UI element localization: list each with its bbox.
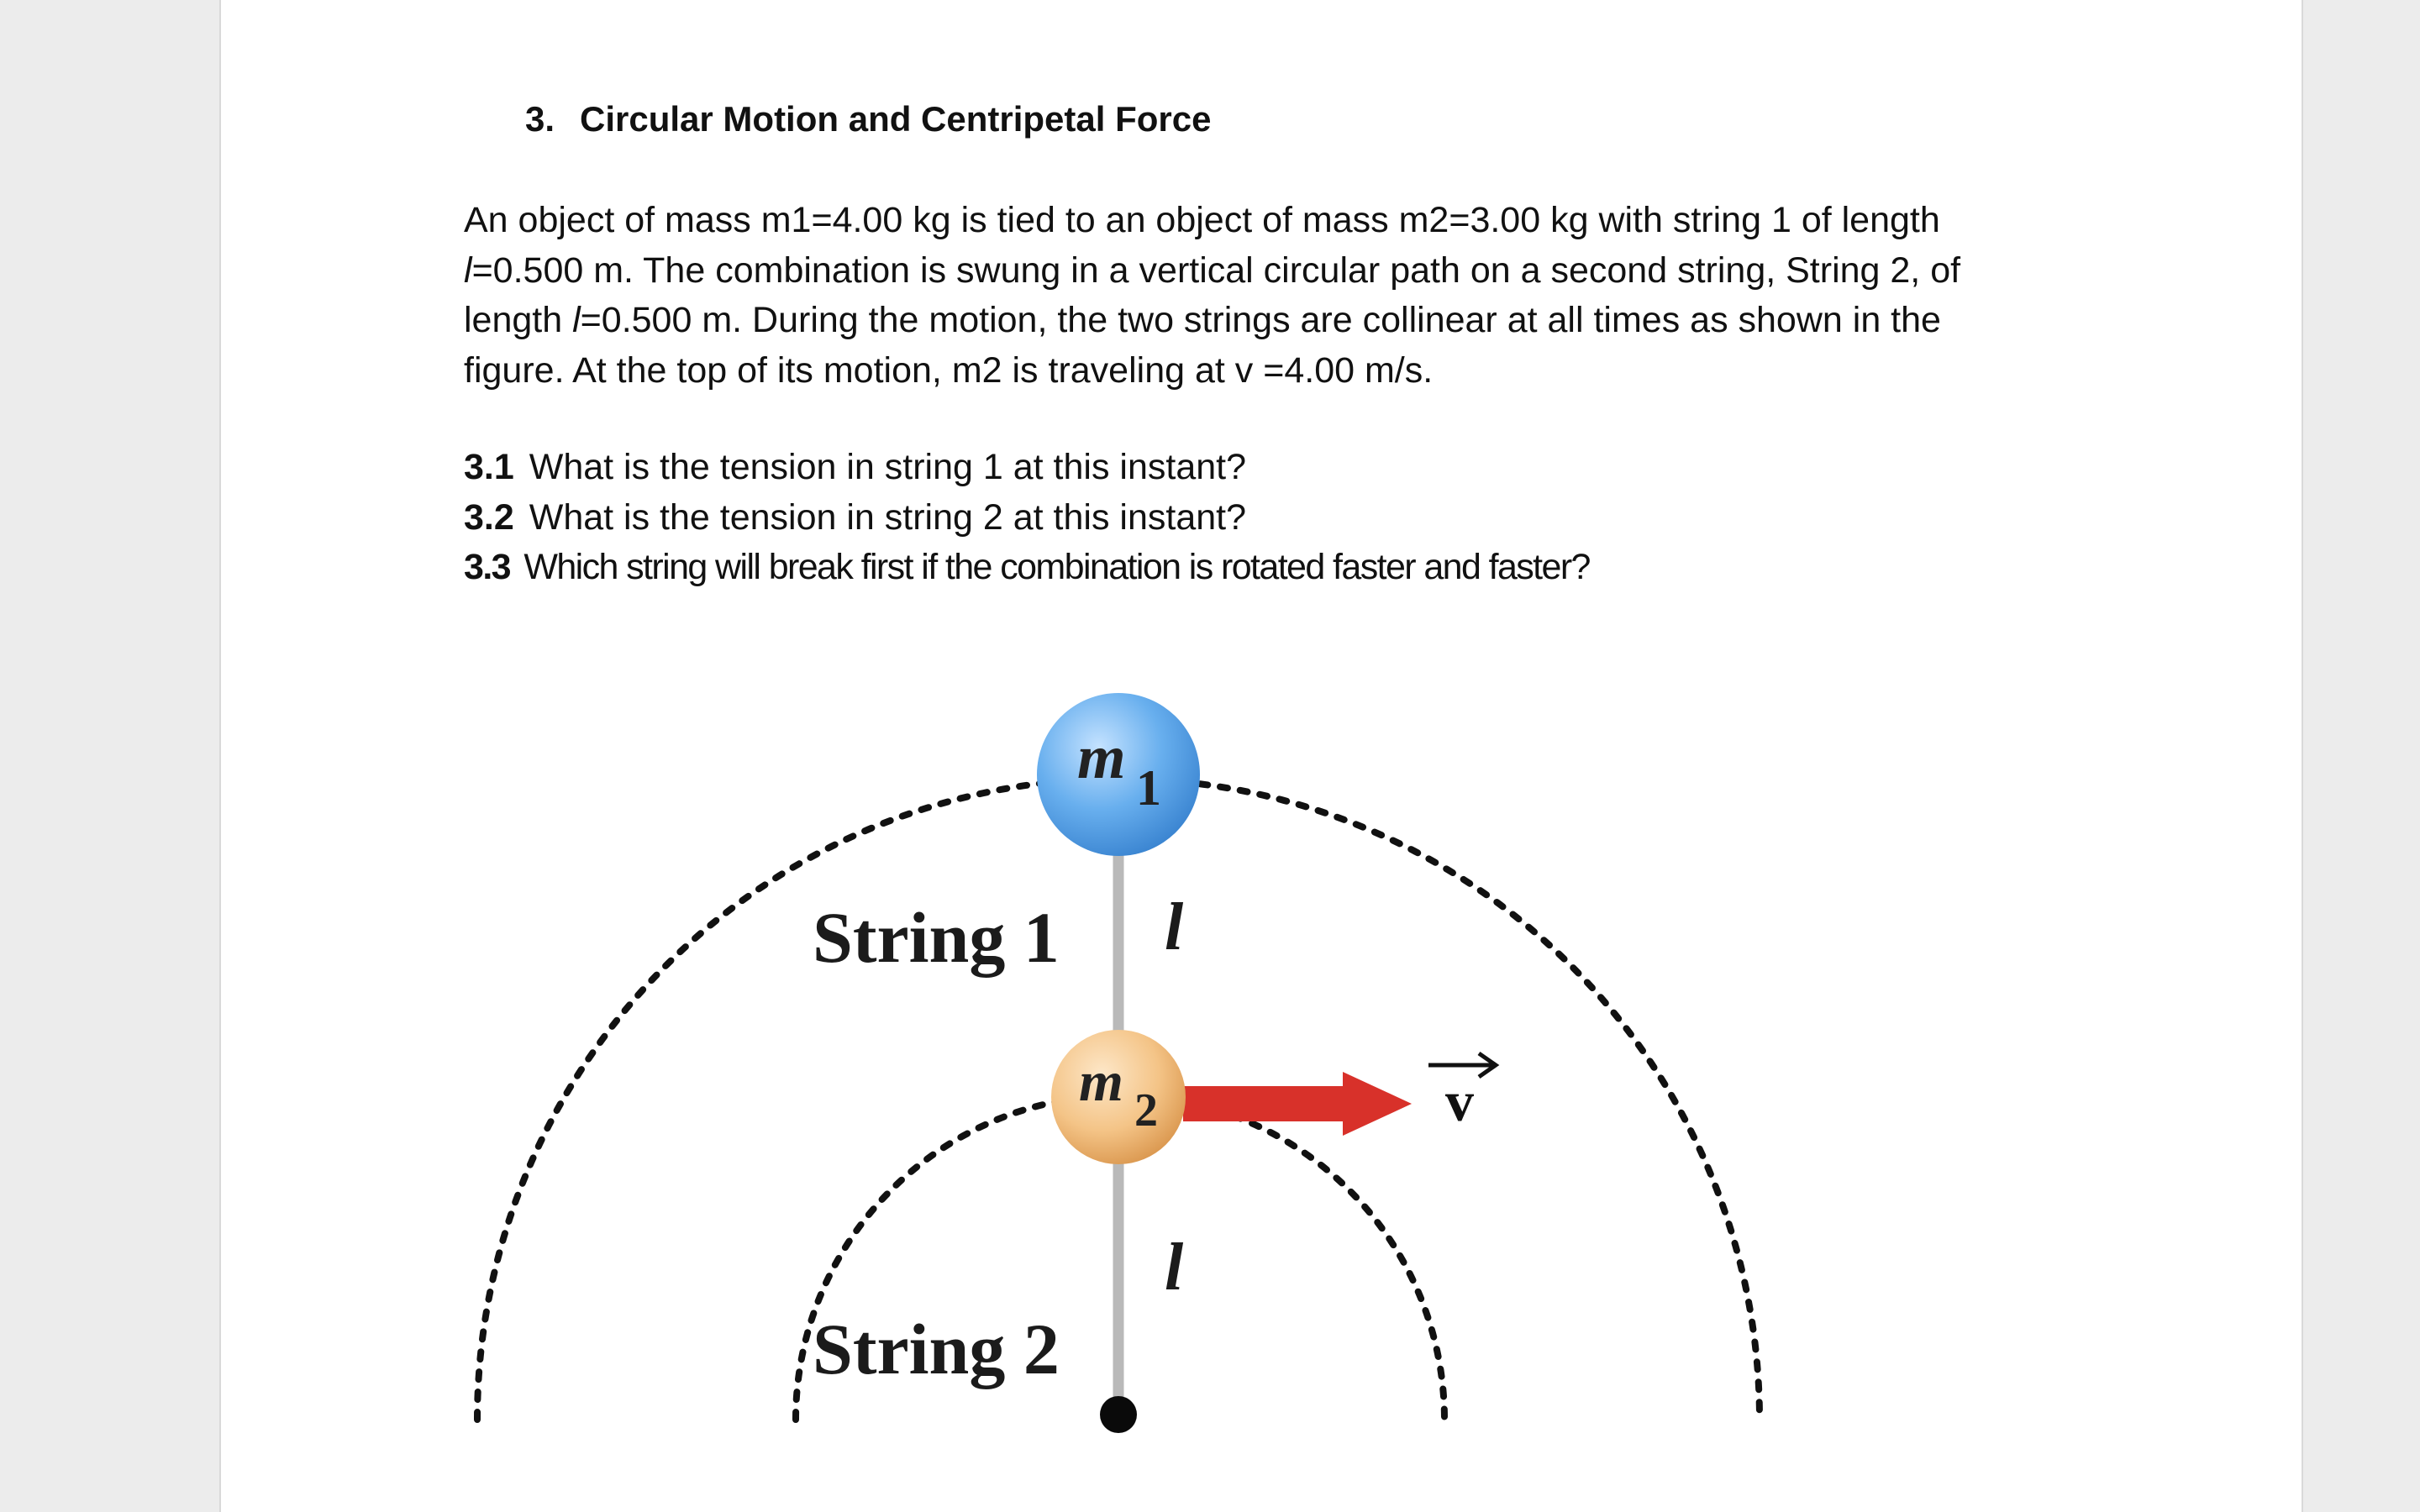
mass-1-ball: [1037, 693, 1200, 856]
mass-1-subscript: 1: [1136, 760, 1161, 816]
velocity-arrow-shaft: [1183, 1086, 1355, 1121]
paragraph-line-4: figure. At the top of its motion, m2 is …: [464, 349, 1434, 391]
problem-number: 3.: [525, 99, 555, 139]
problem-heading: 3. Circular Motion and Centripetal Force: [525, 99, 1211, 139]
length-label-string-1: l: [1165, 890, 1184, 964]
problem-title: Circular Motion and Centripetal Force: [580, 99, 1212, 139]
paragraph-line-3: length l=0.500 m. During the motion, the…: [464, 300, 1941, 340]
velocity-arrow-head: [1343, 1072, 1412, 1136]
question-3-2: 3.2 What is the tension in string 2 at t…: [464, 496, 1247, 538]
pivot-point: [1100, 1396, 1137, 1433]
paragraph-line-2: l=0.500 m. The combination is swung in a…: [464, 249, 1961, 291]
document-page: [219, 0, 2303, 1512]
mass-1-label: m: [1077, 723, 1126, 792]
vector-arrow-icon: [1428, 1051, 1500, 1079]
problem-paragraph: An object of mass m1=4.00 kg is tied to …: [464, 196, 2044, 396]
mass-2-subscript: 2: [1134, 1084, 1158, 1137]
mass-2-label: m: [1079, 1049, 1123, 1113]
question-list: 3.1 What is the tension in string 1 at t…: [464, 443, 1591, 593]
question-3-3: 3.3 Which string will break first if the…: [464, 547, 1591, 587]
mass-2-ball: [1051, 1030, 1186, 1164]
paragraph-line-1: An object of mass m1=4.00 kg is tied to …: [464, 200, 1940, 240]
velocity-label: v: [1445, 1069, 1474, 1133]
string-1-label: String 1: [813, 897, 1060, 978]
question-3-1: 3.1 What is the tension in string 1 at t…: [464, 447, 1247, 487]
string-2-label: String 2: [813, 1309, 1060, 1389]
length-label-string-2: l: [1165, 1231, 1184, 1305]
